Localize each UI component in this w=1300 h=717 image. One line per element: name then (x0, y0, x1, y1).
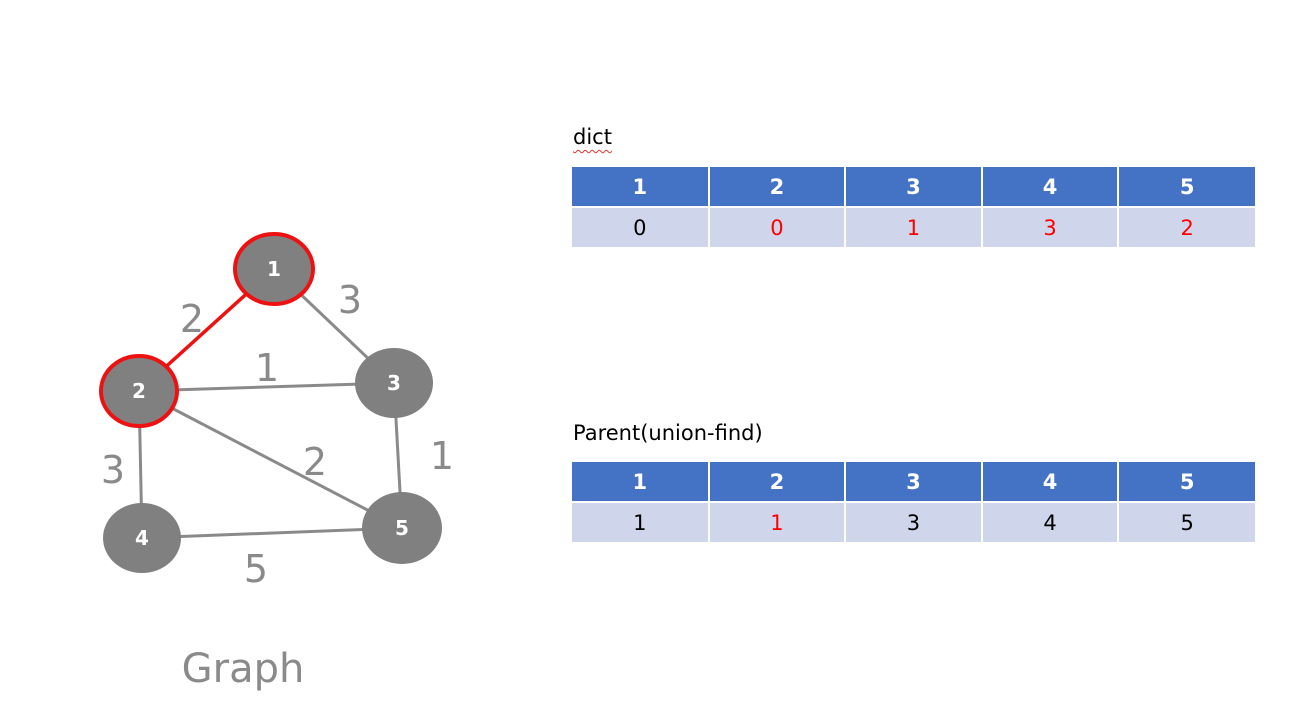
dict-value-1: 0 (572, 207, 710, 247)
graph-nodes: 1 2 3 4 5 (99, 232, 442, 573)
parent-value-3: 3 (845, 502, 983, 542)
parent-header-1: 1 (572, 462, 710, 503)
graph-diagram: 2 3 1 3 2 1 5 1 2 3 4 5 Graph (99, 232, 454, 692)
parent-header-2: 2 (708, 462, 847, 503)
node-label-1: 1 (267, 257, 281, 281)
node-label-4: 4 (135, 526, 149, 550)
parent-table-title: Parent(union-find) (573, 421, 763, 445)
node-2 (99, 354, 179, 428)
parent-header-3: 3 (845, 462, 983, 503)
edge-2-5 (138, 389, 403, 530)
dict-header-3: 3 (845, 167, 983, 208)
edge-weight-3-5: 1 (430, 434, 454, 478)
edge-weight-2-5: 2 (303, 440, 327, 484)
edge-2-3 (138, 381, 395, 393)
edge-4-5 (141, 526, 403, 540)
edge-weight-1-2: 2 (180, 297, 204, 341)
dict-value-4: 3 (981, 207, 1120, 247)
dict-value-2: 0 (708, 207, 847, 247)
dict-header-5: 5 (1118, 167, 1255, 208)
dict-value-5: 2 (1118, 207, 1255, 247)
parent-value-4: 4 (981, 502, 1120, 542)
node-1 (233, 232, 315, 306)
node-label-3: 3 (387, 371, 401, 395)
dict-header-1: 1 (572, 167, 710, 208)
dict-value-3: 1 (845, 207, 983, 247)
node-label-2: 2 (132, 379, 146, 403)
parent-header-4: 4 (981, 462, 1120, 503)
parent-value-5: 5 (1118, 502, 1255, 542)
dict-header-2: 2 (708, 167, 847, 208)
node-4 (103, 503, 181, 573)
node-label-5: 5 (395, 516, 409, 540)
edge-weight-2-4: 3 (101, 448, 125, 492)
edge-weight-4-5: 5 (244, 547, 268, 591)
parent-header-5: 5 (1118, 462, 1255, 503)
edge-weight-labels: 2 3 1 3 2 1 5 (101, 278, 454, 591)
node-3 (355, 348, 433, 418)
node-5 (362, 492, 442, 564)
parent-value-1: 1 (572, 502, 710, 542)
graph-caption: Graph (182, 646, 305, 692)
dict-table-title: dict (573, 125, 612, 149)
edge-weight-1-3: 3 (338, 278, 362, 322)
edge-weight-2-3: 1 (255, 346, 279, 390)
dict-header-4: 4 (981, 167, 1120, 208)
parent-value-2: 1 (708, 502, 847, 542)
